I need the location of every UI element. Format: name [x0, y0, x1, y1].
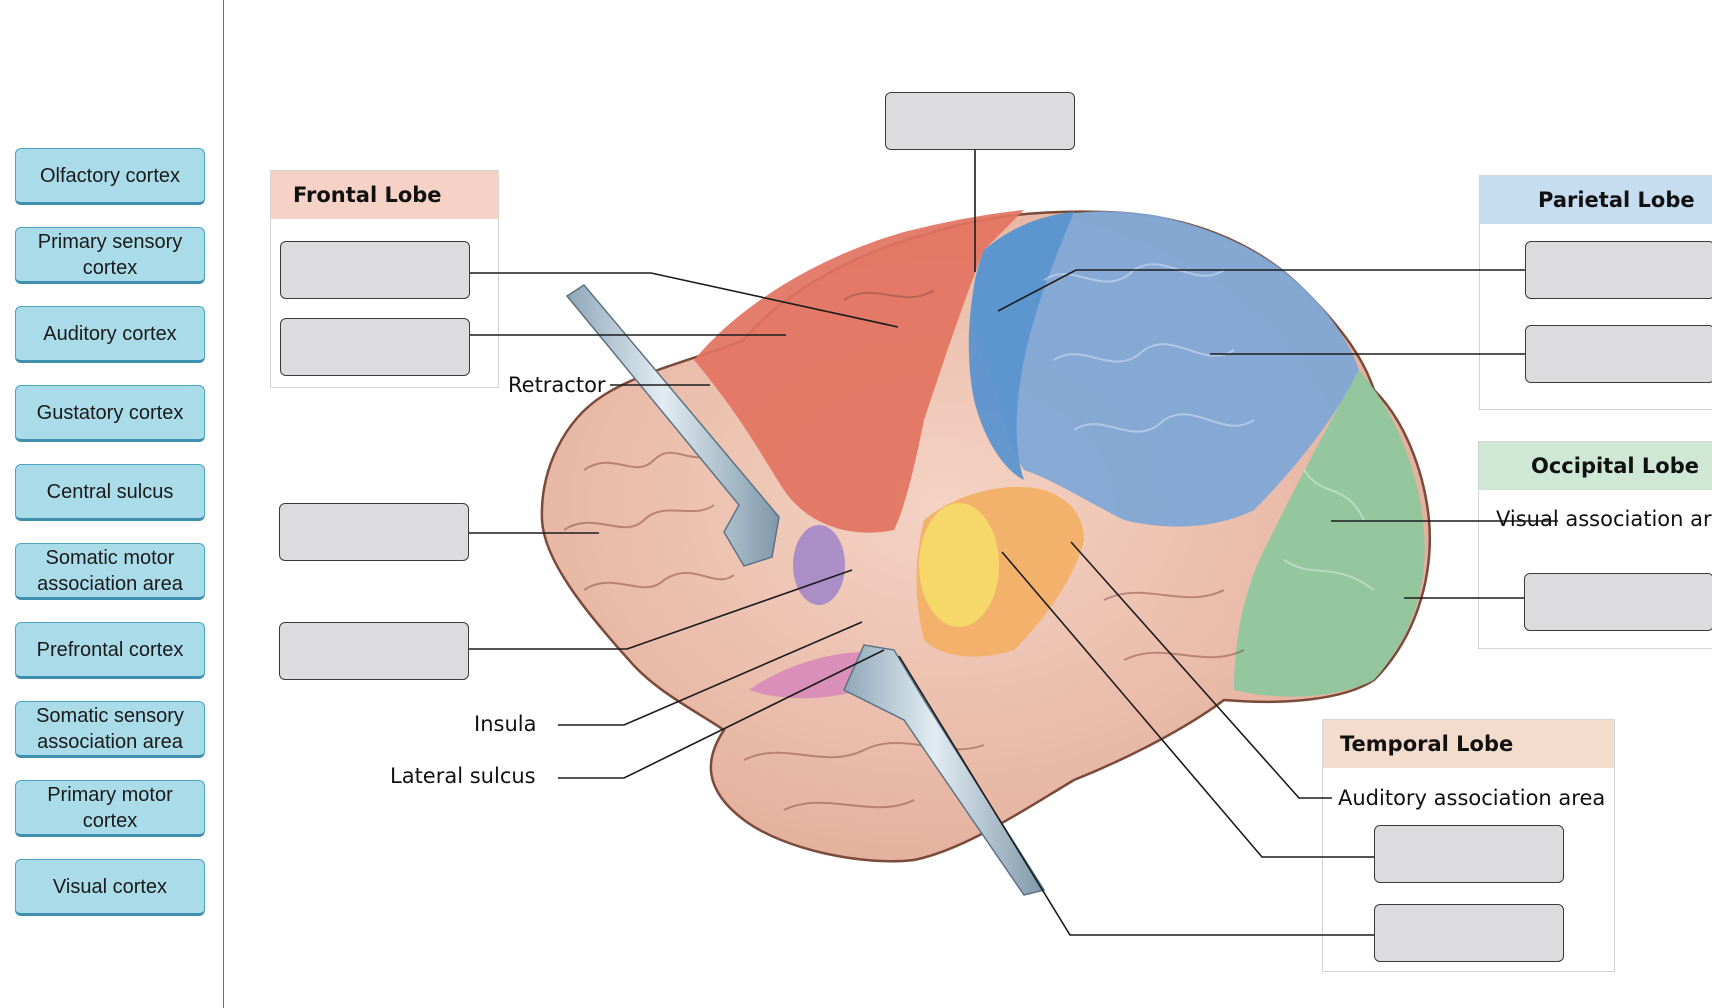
drop-target-temporal-1[interactable]: [1374, 825, 1564, 883]
drop-target-top[interactable]: [885, 92, 1075, 150]
word-bank: Olfactory cortex Primary sensory cortex …: [0, 0, 224, 1008]
frontal-lobe-heading: Frontal Lobe: [271, 171, 498, 219]
visual-association-area-label: Visual association area: [1496, 507, 1712, 531]
drop-target-frontal-1[interactable]: [280, 241, 470, 299]
drop-target-temporal-2[interactable]: [1374, 904, 1564, 962]
drop-target-parietal-1[interactable]: [1525, 241, 1712, 299]
drop-target-left-1[interactable]: [279, 503, 469, 561]
drop-target-frontal-2[interactable]: [280, 318, 470, 376]
brain-diagram: Frontal Lobe Parietal Lobe Occipital Lob…: [224, 0, 1712, 1008]
label-chip-olfactory-cortex[interactable]: Olfactory cortex: [15, 148, 205, 205]
label-chip-visual-cortex[interactable]: Visual cortex: [15, 859, 205, 916]
label-chip-gustatory-cortex[interactable]: Gustatory cortex: [15, 385, 205, 442]
parietal-lobe-heading: Parietal Lobe: [1480, 176, 1712, 224]
drop-target-parietal-2[interactable]: [1525, 325, 1712, 383]
label-chip-central-sulcus[interactable]: Central sulcus: [15, 464, 205, 521]
lateral-sulcus-label: Lateral sulcus: [390, 764, 536, 788]
temporal-lobe-heading: Temporal Lobe: [1323, 720, 1614, 768]
label-chip-auditory-cortex[interactable]: Auditory cortex: [15, 306, 205, 363]
auditory-association-area-label: Auditory association area: [1338, 786, 1606, 810]
brain-illustration: [428, 150, 1558, 936]
label-chip-somatic-motor-association-area[interactable]: Somatic motor association area: [15, 543, 205, 600]
occipital-lobe-heading: Occipital Lobe: [1479, 442, 1712, 490]
retractor-label: Retractor: [508, 373, 606, 397]
label-chip-primary-motor-cortex[interactable]: Primary motor cortex: [15, 780, 205, 837]
label-chip-prefrontal-cortex[interactable]: Prefrontal cortex: [15, 622, 205, 679]
insula-label: Insula: [474, 712, 537, 736]
drop-target-left-2[interactable]: [279, 622, 469, 680]
drop-target-occipital-1[interactable]: [1524, 573, 1712, 631]
label-chip-primary-sensory-cortex[interactable]: Primary sensory cortex: [15, 227, 205, 284]
label-chip-somatic-sensory-association-area[interactable]: Somatic sensory association area: [15, 701, 205, 758]
